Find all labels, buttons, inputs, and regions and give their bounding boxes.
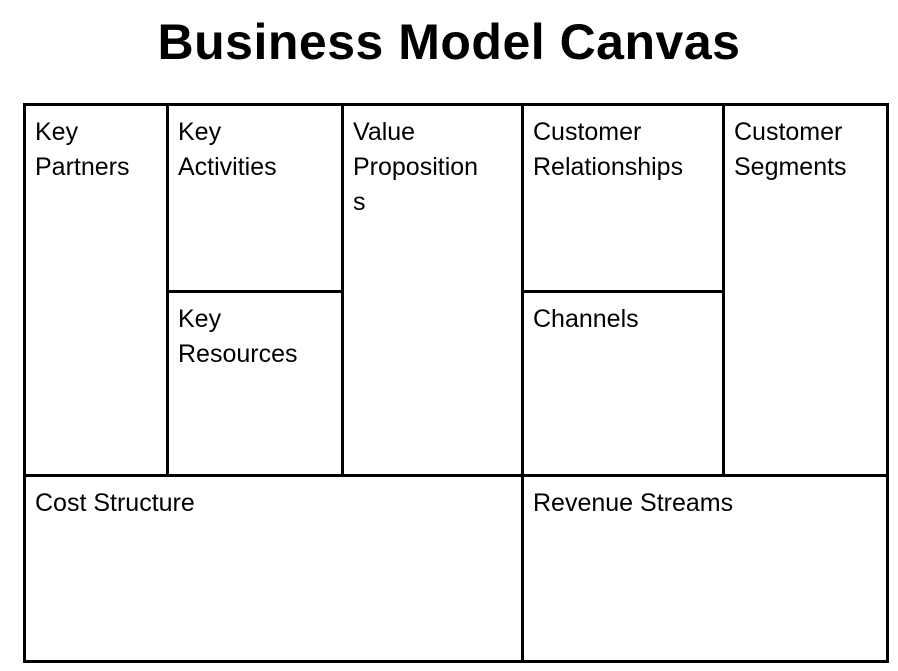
value-propositions-block: Value Proposition s	[341, 103, 524, 477]
customer-segments-label: Customer Segments	[734, 118, 847, 181]
channels-block: Channels	[521, 290, 725, 477]
revenue-streams-block: Revenue Streams	[521, 474, 889, 663]
key-partners-block: Key Partners	[23, 103, 169, 477]
key-resources-block: Key Resources	[166, 290, 344, 477]
canvas-title: Business Model Canvas	[157, 14, 741, 70]
revenue-streams-label: Revenue Streams	[533, 489, 734, 517]
cost-structure-label: Cost Structure	[35, 489, 195, 517]
customer-relationships-block: Customer Relationships	[521, 103, 725, 293]
value-propositions-label: Value Proposition s	[353, 118, 479, 216]
channels-label: Channels	[533, 305, 639, 333]
customer-segments-block: Customer Segments	[722, 103, 889, 477]
key-partners-label: Key Partners	[35, 118, 130, 181]
cost-structure-block: Cost Structure	[23, 474, 524, 663]
key-activities-block: Key Activities	[166, 103, 344, 293]
key-resources-label: Key Resources	[178, 305, 298, 368]
customer-relationships-label: Customer Relationships	[533, 118, 684, 181]
key-activities-label: Key Activities	[178, 118, 277, 181]
